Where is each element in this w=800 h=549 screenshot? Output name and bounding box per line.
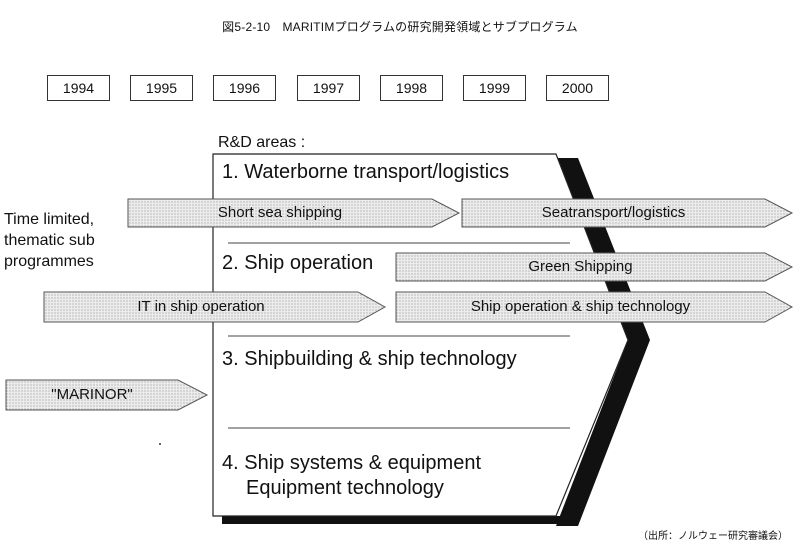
area-4-title: 4. Ship systems & equipment — [222, 452, 482, 474]
arrow-label-seatransport: Seatransport/logistics — [541, 204, 686, 221]
arrow-label-it-ship-operation: IT in ship operation — [137, 298, 265, 315]
arrow-ship-operation-technology — [395, 291, 794, 323]
main-box-bottom-shadow — [222, 516, 578, 524]
arrow-label-green-shipping: Green Shipping — [528, 258, 633, 275]
arrow-it-ship-operation — [43, 291, 387, 323]
year-box-1996: 1996 — [213, 75, 276, 101]
area-1-title: 1. Waterborne transport/logistics — [222, 161, 510, 183]
arrow-label-short-sea: Short sea shipping — [217, 204, 343, 221]
left-label-line-3: programmes — [4, 253, 94, 270]
area-3-title: 3. Shipbuilding & ship technology — [222, 348, 517, 370]
arrow-label-ship-operation-tech: Ship operation & ship technology — [470, 298, 691, 315]
rd-areas-label: R&D areas : — [218, 134, 306, 151]
arrow-green-shipping — [395, 252, 794, 282]
year-box-1994: 1994 — [47, 75, 110, 101]
arrow-short-sea-shipping — [127, 198, 461, 228]
main-box-shadow — [556, 158, 650, 526]
arrow-label-marinor: "MARINOR" — [51, 386, 133, 403]
area-2-title: 2. Ship operation — [222, 252, 374, 274]
year-box-2000: 2000 — [546, 75, 609, 101]
arrow-seatransport-logistics — [461, 198, 794, 228]
year-box-1995: 1995 — [130, 75, 193, 101]
year-box-1998: 1998 — [380, 75, 443, 101]
main-box — [212, 153, 629, 517]
area-4-subtitle: Equipment technology — [246, 477, 444, 499]
left-label-line-1: Time limited, — [4, 211, 95, 228]
figure-title: 図5-2-10 MARITIMプログラムの研究開発領域とサブプログラム — [222, 20, 578, 34]
year-box-1999: 1999 — [463, 75, 526, 101]
arrow-marinor — [5, 379, 209, 411]
year-box-1997: 1997 — [297, 75, 360, 101]
stray-dot — [159, 443, 161, 445]
source-note: （出所：ノルウェー研究審議会） — [638, 531, 788, 542]
left-label-line-2: thematic sub — [4, 232, 95, 249]
